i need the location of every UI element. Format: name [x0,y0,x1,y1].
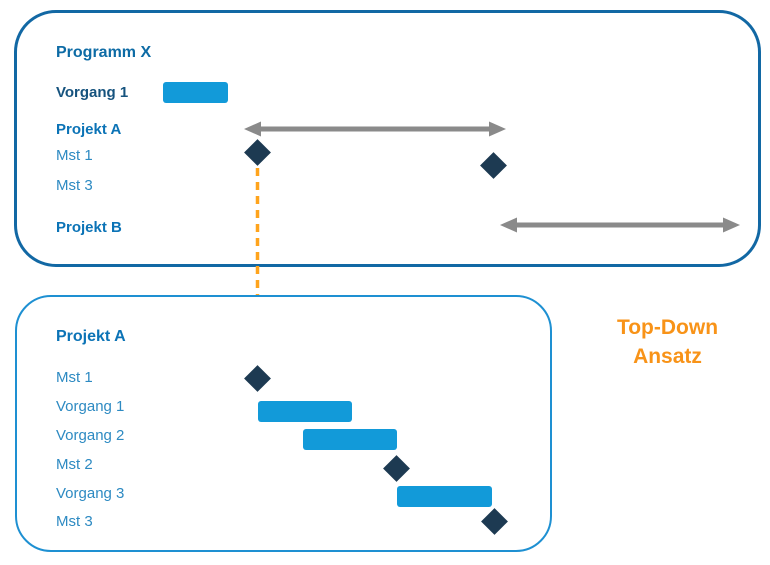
annotation-line-1: Top-Down [616,316,719,339]
top-down-ansatz-annotation: Top-Down Ansatz [585,313,750,371]
program-vorgang-1-bar [163,82,228,103]
program-row-label-mst-1: Mst 1 [56,147,93,164]
program-box-title: Programm X [56,44,152,61]
program-row-label-projekt-a: Projekt A [56,121,122,138]
project-row-label-mst-2: Mst 2 [56,456,93,473]
project-row-label-vorgang-1: Vorgang 1 [56,398,125,415]
projekt-b-duration-arrow-icon [500,217,740,233]
project-row-label-mst-3: Mst 3 [56,513,93,530]
project-vorgang-1-bar [258,401,352,422]
program-row-label-mst-3: Mst 3 [56,177,93,194]
project-box [15,295,552,552]
project-vorgang-3-bar [397,486,492,507]
project-row-label-vorgang-3: Vorgang 3 [56,485,125,502]
project-row-label-mst-1: Mst 1 [56,369,93,386]
program-row-label-projekt-b: Projekt B [56,219,122,236]
projekt-a-duration-arrow-icon [244,121,506,137]
project-vorgang-2-bar [303,429,397,450]
project-row-label-vorgang-2: Vorgang 2 [56,427,125,444]
program-row-label-vorgang-1: Vorgang 1 [56,84,129,101]
project-box-title: Projekt A [56,328,126,345]
annotation-line-2: Ansatz [633,345,702,368]
